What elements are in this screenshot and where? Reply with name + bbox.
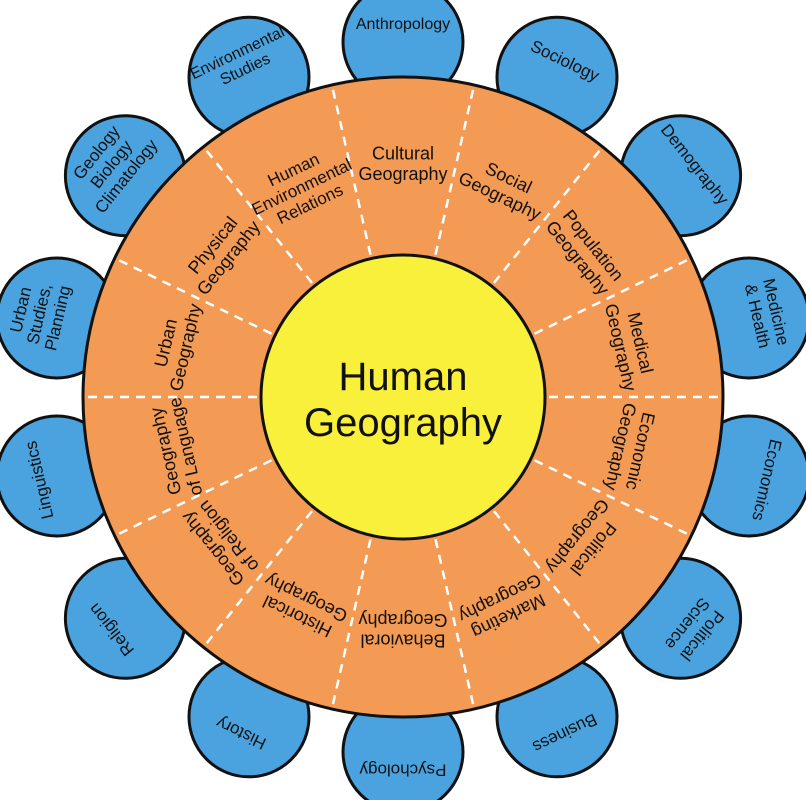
sector-divider: [116, 459, 273, 536]
sector-divider: [533, 459, 690, 536]
sector-divider: [204, 510, 313, 646]
subfield-label-line: Geography: [358, 164, 447, 184]
subfield-label-line: Cultural: [372, 144, 434, 164]
center-title-line: Geography: [304, 401, 502, 445]
sector-divider: [204, 148, 313, 284]
discipline-label: Psychology: [359, 761, 446, 780]
sector-divider: [533, 258, 690, 335]
sector-divider: [493, 510, 602, 646]
subfield-dividers: [86, 87, 720, 707]
center-circle: [259, 253, 547, 541]
center-title-line: Human: [339, 355, 468, 399]
sector-divider: [116, 258, 273, 335]
sector-divider: [434, 87, 475, 255]
discipline-label-line: Anthropology: [356, 16, 450, 33]
sector-divider: [434, 539, 475, 707]
sector-divider: [331, 539, 372, 707]
subfield-label-line: Behavioral: [360, 630, 445, 650]
discipline-label-line: Psychology: [359, 761, 446, 780]
sector-divider: [331, 87, 372, 255]
subfield-label-line: Geography: [358, 610, 447, 630]
sector-divider: [493, 148, 602, 284]
discipline-label: Anthropology: [356, 16, 450, 33]
